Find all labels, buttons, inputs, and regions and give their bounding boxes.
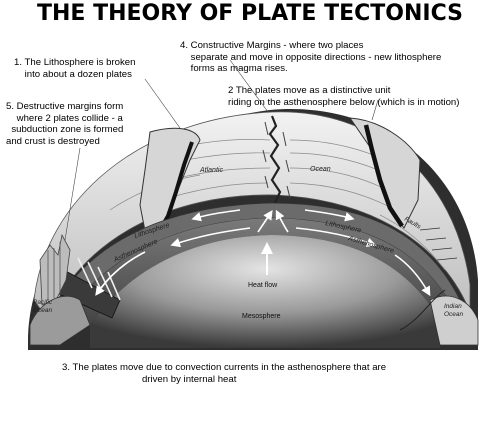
asthenosphere-band [70,218,452,325]
note-2-plates-move: 2 The plates move as a distinctive unit … [228,85,460,108]
faults [419,227,458,261]
note-4-constructive-margins: 4. Constructive Margins - where two plac… [180,40,442,74]
label-ocean: Ocean [310,166,331,173]
convection-arrows [95,209,431,297]
mesosphere [90,235,440,348]
label-atlantic: Atlantic [199,167,223,174]
label-pacific: Pacific [33,299,53,306]
note-3-convection: 3. The plates move due to convection cur… [62,362,387,385]
note-1-lithosphere: 1. The Lithosphere is broken into about … [14,57,136,80]
label-indian: Indian [444,303,462,310]
mid-ocean-ridge [268,115,283,216]
page-title: THE THEORY OF PLATE TECTONICS [36,1,463,26]
indian-slab [429,295,479,346]
label-mesosphere: Mesosphere [242,313,281,320]
leader-lines [64,59,379,241]
label-indian-ocean: Ocean [444,311,464,318]
pacific-slab [29,295,91,346]
note-5-destructive-margins: 5. Destructive margins form where 2 plat… [6,101,124,147]
label-heat-flow: Heat flow [248,282,278,289]
label-pacific-ocean: Ocean [33,307,53,314]
